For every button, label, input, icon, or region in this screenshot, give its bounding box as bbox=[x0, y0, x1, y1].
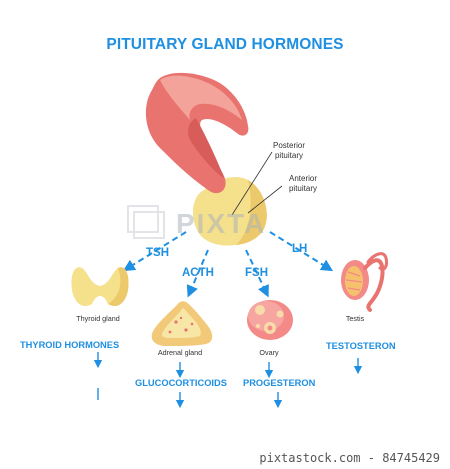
posterior-pituitary-highlight bbox=[160, 75, 242, 120]
anterior-pituitary-label: Anterior pituitary bbox=[288, 174, 317, 193]
organ-label-ovary: Ovary bbox=[259, 348, 279, 357]
ovary-follicle bbox=[255, 305, 265, 315]
product-label-testis: TESTOSTERON bbox=[326, 341, 396, 351]
thyroid-gland-shade bbox=[108, 267, 129, 307]
anterior-pituitary-shadow bbox=[236, 180, 267, 245]
adrenal-dot bbox=[168, 330, 172, 334]
product-label-ovary: PROGESTERON bbox=[243, 378, 316, 388]
posterior-pituitary-label: Posterior pituitary bbox=[272, 141, 305, 160]
footer-bar: pixtastock.com - 84745429 bbox=[0, 448, 450, 469]
hormone-label-lh: LH bbox=[292, 243, 308, 255]
adrenal-dot bbox=[174, 320, 178, 324]
testis-lobes bbox=[345, 271, 363, 291]
ovary-follicle bbox=[255, 323, 261, 329]
organ-label-testis: Testis bbox=[345, 314, 365, 323]
epididymis bbox=[366, 252, 388, 271]
ovary-follicle bbox=[276, 310, 284, 318]
hormone-label-tsh: TSH bbox=[146, 247, 169, 259]
watermark-text: PIXTA bbox=[176, 208, 267, 239]
product-label-thyroid: THYROID HORMONES bbox=[20, 340, 120, 350]
hormone-label-fsh: FSH bbox=[245, 267, 268, 279]
posterior-callout-line bbox=[231, 151, 273, 216]
product-label-adrenal: GLUCOCORTICOIDS bbox=[135, 378, 227, 388]
posterior-pituitary-inner bbox=[188, 118, 224, 178]
adrenal-dot bbox=[190, 322, 194, 326]
adrenal-dot bbox=[179, 316, 183, 320]
adrenal-dot bbox=[184, 328, 188, 332]
ovary-follicle-core bbox=[267, 325, 273, 331]
anterior-callout-line bbox=[247, 185, 283, 214]
watermark-logo bbox=[127, 205, 165, 239]
footer-credit: pixtastock.com - 84745429 bbox=[259, 451, 440, 465]
organ-label-thyroid: Thyroid gland bbox=[76, 314, 120, 323]
vas-deferens bbox=[363, 258, 385, 312]
thyroid-gland-shape bbox=[71, 267, 129, 307]
hormone-label-acth: ACTH bbox=[182, 267, 214, 279]
adrenal-gland-inner bbox=[162, 308, 201, 338]
tsh-arrow bbox=[122, 231, 187, 272]
lh-arrow bbox=[269, 231, 334, 272]
acth-arrow bbox=[186, 249, 209, 298]
organ-label-adrenal: Adrenal gland bbox=[157, 348, 203, 357]
fsh-arrow bbox=[245, 249, 269, 298]
diagram-title: PITUITARY GLAND HORMONES bbox=[106, 36, 344, 53]
